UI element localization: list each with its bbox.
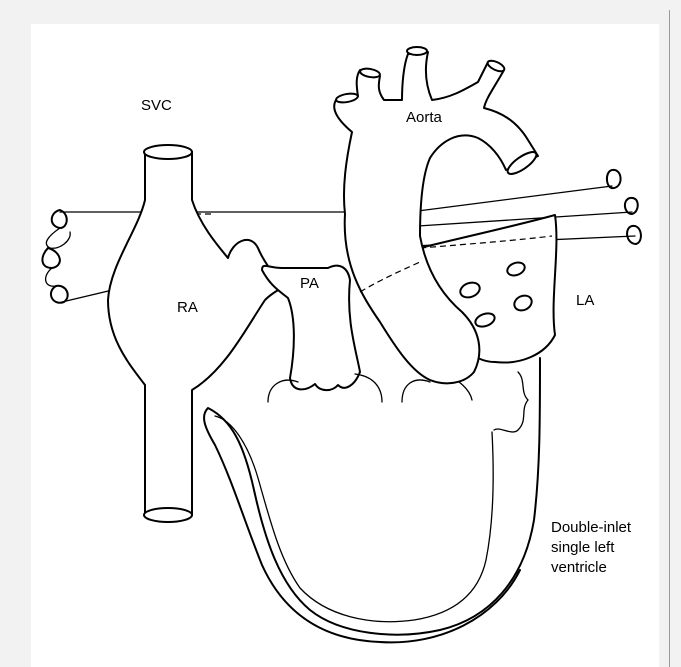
svc-label: SVC [141,97,172,114]
ventricle-label-line3: ventricle [551,559,607,576]
ventricle-label-line2: single left [551,539,615,556]
right-atrium [108,145,282,522]
ventricle-label-line1: Double-inlet [551,519,632,536]
ra-label: RA [177,299,198,316]
aorta-label: Aorta [406,109,443,126]
single-left-ventricle [204,358,540,642]
pa-label: PA [300,275,319,292]
la-label: LA [576,292,594,309]
